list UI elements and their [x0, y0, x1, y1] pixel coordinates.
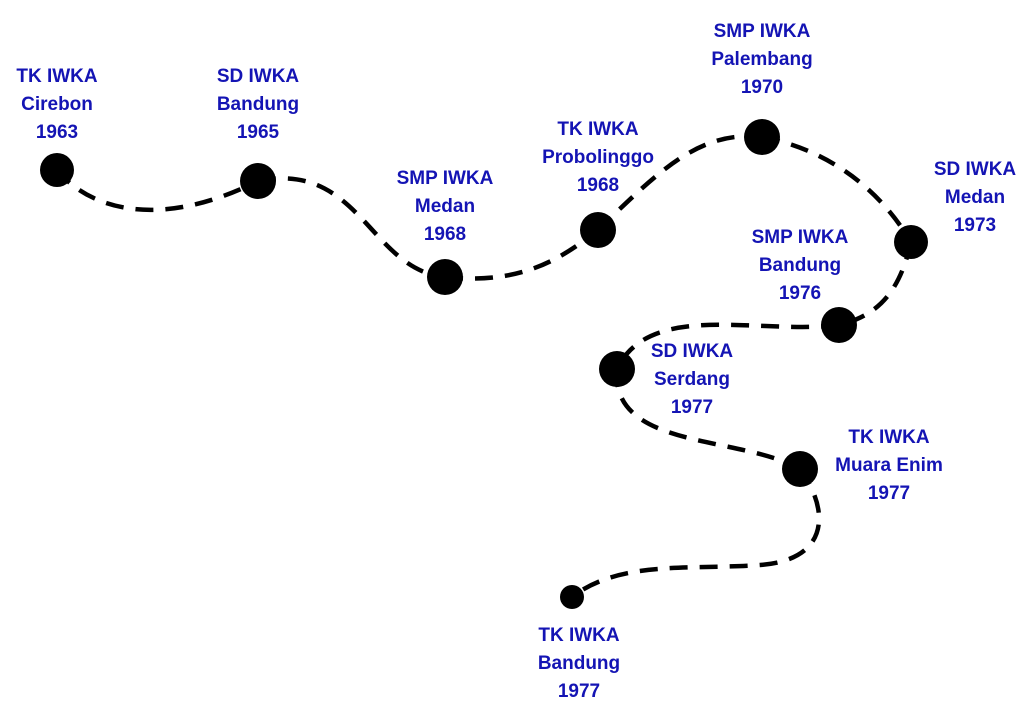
label-city: Medan [945, 187, 1005, 208]
label-tk-cirebon: TK IWKA Cirebon 1963 [16, 66, 98, 143]
label-tk-bandung: TK IWKA Bandung 1977 [538, 625, 620, 702]
label-school: TK IWKA [557, 119, 639, 140]
node-sd-serdang [599, 351, 635, 387]
label-school: TK IWKA [848, 427, 930, 448]
label-sd-serdang: SD IWKA Serdang 1977 [651, 341, 734, 418]
label-school: SMP IWKA [397, 168, 494, 189]
label-city: Bandung [217, 94, 299, 115]
label-year: 1977 [671, 397, 713, 418]
label-year: 1977 [868, 483, 910, 504]
node-tk-cirebon [40, 153, 74, 187]
label-city: Bandung [759, 255, 841, 276]
path-segment [596, 133, 763, 232]
nodes [40, 119, 928, 609]
node-tk-muara-enim [782, 451, 818, 487]
node-sd-medan [894, 225, 928, 259]
label-sd-medan: SD IWKA Medan 1973 [934, 159, 1017, 236]
label-sd-bandung: SD IWKA Bandung 1965 [217, 66, 300, 143]
node-tk-probolinggo [580, 212, 616, 248]
label-tk-muara-enim: TK IWKA Muara Enim 1977 [835, 427, 943, 504]
label-city: Cirebon [21, 94, 93, 115]
node-sd-bandung [240, 163, 276, 199]
label-school: SD IWKA [651, 341, 734, 362]
label-school: SMP IWKA [752, 227, 849, 248]
path-segment [444, 228, 600, 281]
label-year: 1973 [954, 215, 996, 236]
label-city: Bandung [538, 653, 620, 674]
path-segment [614, 368, 802, 471]
label-school: SMP IWKA [714, 21, 811, 42]
label-smp-medan: SMP IWKA Medan 1968 [397, 168, 494, 245]
label-tk-probolinggo: TK IWKA Probolinggo 1968 [542, 119, 654, 196]
node-smp-palembang [744, 119, 780, 155]
label-school: TK IWKA [538, 625, 620, 646]
label-year: 1963 [36, 122, 78, 143]
label-city: Medan [415, 196, 475, 217]
label-year: 1968 [577, 175, 619, 196]
label-city: Serdang [654, 369, 730, 390]
label-school: SD IWKA [217, 66, 300, 87]
label-school: TK IWKA [16, 66, 98, 87]
label-school: SD IWKA [934, 159, 1017, 180]
label-year: 1970 [741, 77, 783, 98]
label-city: Probolinggo [542, 147, 654, 168]
path-segment [570, 467, 822, 599]
node-tk-bandung [560, 585, 584, 609]
label-smp-bandung: SMP IWKA Bandung 1976 [752, 227, 849, 304]
label-year: 1977 [558, 681, 600, 702]
path-segment [761, 134, 913, 244]
label-year: 1968 [424, 224, 466, 245]
path-segment [55, 168, 260, 213]
node-smp-bandung [821, 307, 857, 343]
label-year: 1976 [779, 283, 821, 304]
path-segment [257, 176, 446, 280]
path-segment [614, 322, 840, 370]
label-city: Muara Enim [835, 455, 943, 476]
label-city: Palembang [711, 49, 812, 70]
node-smp-medan [427, 259, 463, 295]
label-year: 1965 [237, 122, 280, 143]
dashed-path [55, 133, 914, 599]
label-smp-palembang: SMP IWKA Palembang 1970 [711, 21, 812, 98]
